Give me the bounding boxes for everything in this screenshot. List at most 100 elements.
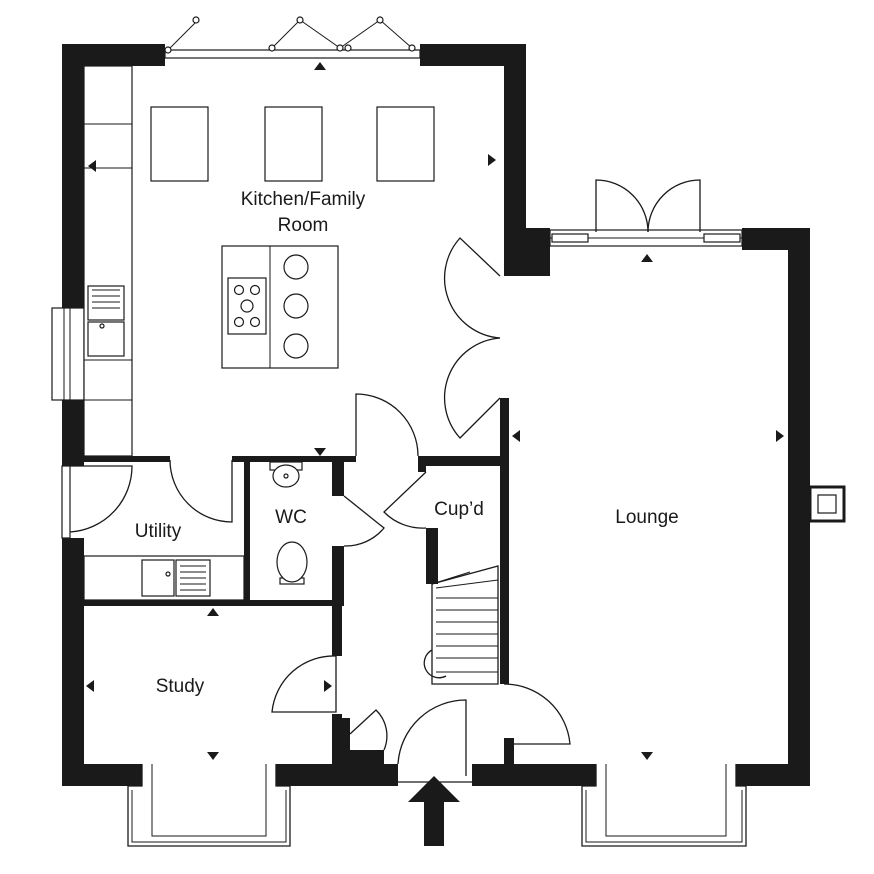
door-utility-kitchen xyxy=(169,459,233,523)
door-utility-external xyxy=(69,465,133,533)
window-marker-triangle-icon xyxy=(488,154,496,166)
wall-lounge-left-lower xyxy=(500,456,509,684)
wall-lounge-door-stub xyxy=(504,738,514,768)
door-lounge-hall xyxy=(503,683,571,745)
kitchen-side-window xyxy=(51,307,85,401)
stair-outline xyxy=(431,565,499,685)
window-marker-triangle-icon xyxy=(88,160,96,172)
utility-fittings xyxy=(83,555,245,601)
entrance-arrow-icon xyxy=(408,776,460,846)
stair-winder-2 xyxy=(435,579,499,589)
wall-study-right-lower xyxy=(332,714,342,786)
kitchen-fittings xyxy=(83,65,435,457)
label-lounge: Lounge xyxy=(615,507,678,528)
label-kitchen-line2: Room xyxy=(278,215,329,236)
window-marker-triangle-icon xyxy=(207,752,219,760)
kitchen-unit-3 xyxy=(376,106,435,182)
bifold-hinge-1 xyxy=(164,46,172,54)
wall-lounge-bottom-left xyxy=(472,764,596,786)
wall-utility-right xyxy=(244,462,250,604)
lounge-french-door-right xyxy=(647,179,701,233)
flue-box-inner xyxy=(817,494,837,514)
window-marker-triangle-icon xyxy=(314,448,326,456)
wall-cupd-left-lower xyxy=(426,528,438,584)
wall-lounge-right xyxy=(788,228,810,786)
window-marker-triangle-icon xyxy=(641,254,653,262)
door-kitchen-lounge-upper xyxy=(443,237,501,339)
wall-left-utility-stub xyxy=(62,456,84,466)
bifold-leaf-1 xyxy=(167,21,197,51)
utility-sink-bowl xyxy=(141,559,175,597)
hob-ring-5 xyxy=(249,316,261,328)
window-marker-triangle-icon xyxy=(776,430,784,442)
window-markers xyxy=(86,62,784,760)
lounge-bay-window-mid xyxy=(585,790,743,843)
bifold-hinge-6 xyxy=(344,44,352,52)
bifold-hinge-2 xyxy=(192,16,200,24)
bifold-leaf-2 xyxy=(271,19,413,49)
staircase xyxy=(423,565,499,685)
utility-sink-tap xyxy=(165,571,171,577)
door-wc xyxy=(343,495,385,547)
wall-wc-right-lower xyxy=(332,546,344,606)
study-bay-window xyxy=(127,764,291,847)
kitchen-sink-tap xyxy=(99,323,105,329)
wall-kitchen-utility xyxy=(84,456,170,462)
window-marker-triangle-icon xyxy=(641,752,653,760)
island-stool-3 xyxy=(283,333,309,359)
door-kitchen-lounge-lower xyxy=(443,337,501,439)
label-kitchen-line1: Kitchen/Family xyxy=(241,189,366,210)
wall-kitchen-right-nib xyxy=(526,228,550,276)
lounge-window-left-pane xyxy=(551,233,589,243)
kitchen-sink-bowl xyxy=(87,321,125,357)
label-study: Study xyxy=(156,676,205,697)
label-wc: WC xyxy=(275,507,307,528)
wall-coat-cupboard xyxy=(342,750,384,764)
label-cupboard: Cup’d xyxy=(434,499,484,520)
stair-newel-curve xyxy=(423,649,447,679)
study-bay-window-mid xyxy=(131,790,287,843)
study-bay-window-inner xyxy=(151,764,267,837)
island-stool-2 xyxy=(283,293,309,319)
hob-ring-2 xyxy=(249,284,261,296)
window-marker-triangle-icon xyxy=(324,680,332,692)
door-cupboard xyxy=(383,471,427,529)
door-front xyxy=(397,699,467,776)
kitchen-bifold-frame xyxy=(164,49,421,59)
door-kitchen-hall xyxy=(355,393,419,457)
wall-study-right xyxy=(332,604,342,656)
kitchen-unit-1 xyxy=(150,106,209,182)
wall-cupd-top xyxy=(420,456,504,466)
wc-toilet-bowl xyxy=(276,541,308,583)
bifold-hinge-8 xyxy=(408,44,416,52)
utility-external-door-frame xyxy=(61,465,71,539)
lounge-bay-window-inner xyxy=(605,764,727,837)
windows xyxy=(51,16,747,847)
room-labels: Kitchen/Family Room Lounge Utility WC Cu… xyxy=(135,189,679,697)
bifold-hinge-4 xyxy=(296,16,304,24)
wall-left-lower xyxy=(62,538,84,786)
wall-left-kitchen-lower xyxy=(62,400,84,464)
window-marker-triangle-icon xyxy=(86,680,94,692)
door-coat-cupboard xyxy=(349,709,388,751)
wall-wc-right xyxy=(332,462,344,496)
wall-lounge-left-upper xyxy=(500,398,509,466)
wall-kitchen-wc xyxy=(232,456,356,462)
window-marker-triangle-icon xyxy=(314,62,326,70)
bifold-hinge-5 xyxy=(336,44,344,52)
hob-ring-4 xyxy=(233,316,245,328)
wc-basin-drain xyxy=(283,473,289,479)
wc-fittings xyxy=(269,461,308,585)
window-marker-triangle-icon xyxy=(512,430,520,442)
wall-cupd-left xyxy=(418,456,426,472)
island-stool-1 xyxy=(283,254,309,280)
wall-lounge-bottom-right xyxy=(736,764,810,786)
wall-kitchen-right xyxy=(504,44,526,276)
kitchen-worktop-run xyxy=(83,65,133,457)
lounge-french-door-left xyxy=(595,179,649,233)
lounge-window-right-pane xyxy=(703,233,741,243)
wall-coat-cupboard-side xyxy=(342,718,350,764)
wall-kitchen-top-left xyxy=(62,44,165,66)
